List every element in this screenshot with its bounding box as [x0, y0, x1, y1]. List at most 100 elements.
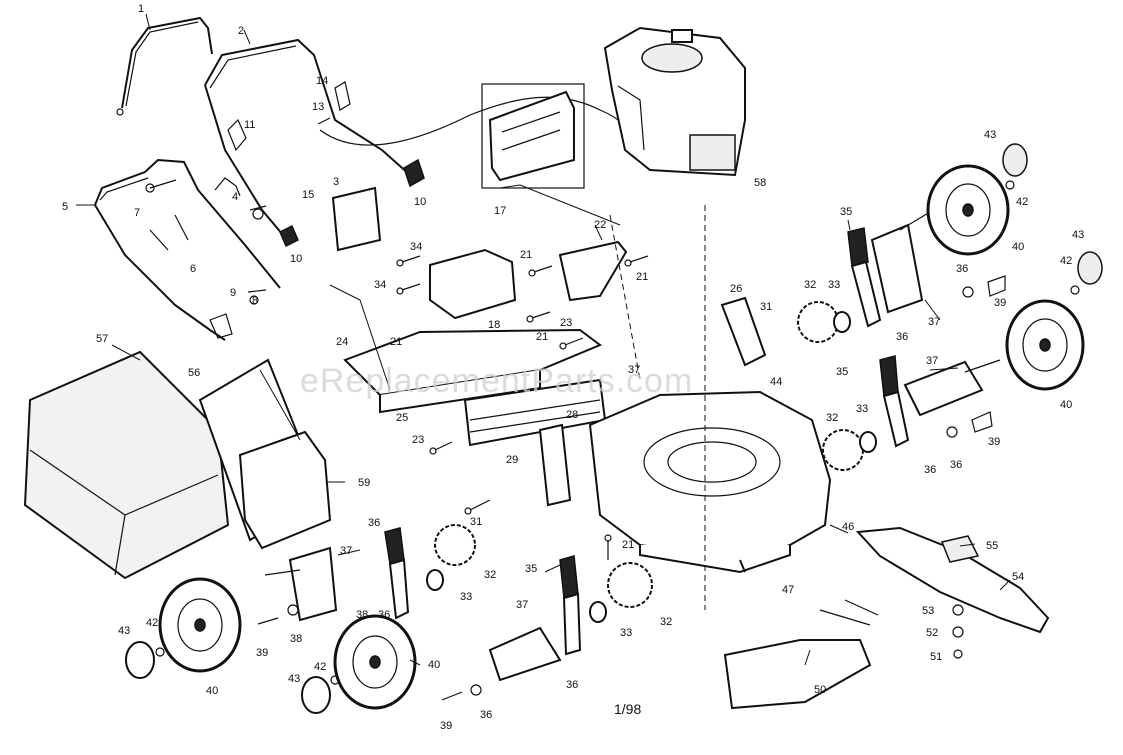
label-43c: 43 [118, 625, 130, 637]
label-37a: 37 [928, 316, 940, 328]
blade-part-54 [855, 526, 1050, 634]
label-55: 55 [986, 540, 998, 552]
upper-handle-part-1 [116, 16, 213, 116]
bag-frame-part-59 [238, 430, 332, 550]
assembly-leader-left [609, 214, 641, 381]
label-8: 8 [252, 295, 258, 307]
label-34a: 34 [410, 241, 422, 253]
label-23b: 23 [412, 434, 424, 446]
label-36b: 36 [956, 263, 968, 275]
label-32a: 32 [804, 279, 816, 291]
label-46: 46 [842, 521, 854, 533]
watermark-text: eReplacementParts.com [300, 362, 693, 400]
label-35c: 35 [525, 563, 537, 575]
label-51: 51 [930, 651, 942, 663]
label-38a: 38 [356, 609, 368, 621]
handle-hardware [145, 81, 425, 339]
label-36e: 36 [368, 517, 380, 529]
label-10b: 10 [290, 253, 302, 265]
label-43b: 43 [1072, 229, 1084, 241]
label-18: 18 [488, 319, 500, 331]
label-32b: 32 [826, 412, 838, 424]
hubcaps-43 [125, 143, 1103, 714]
label-43a: 43 [984, 129, 996, 141]
label-17: 17 [494, 205, 506, 217]
label-36f: 36 [378, 609, 390, 621]
grass-bag-part-57 [23, 350, 230, 580]
label-4: 4 [232, 191, 238, 203]
label-39a: 39 [994, 297, 1006, 309]
wheel-mid-right [1005, 299, 1085, 391]
label-58: 58 [754, 177, 766, 189]
wheel-adjuster-rear-left [488, 555, 582, 682]
wheel-adjuster-rear-right [879, 355, 1001, 448]
label-9: 9 [230, 287, 236, 299]
label-23a: 23 [560, 317, 572, 329]
upper-handle-part-2 [204, 38, 411, 236]
label-37b: 37 [926, 355, 938, 367]
label-33a: 33 [828, 279, 840, 291]
label-25: 25 [396, 412, 408, 424]
lower-handle-part-5 [94, 158, 281, 341]
wheel-adjuster-front-left [264, 527, 410, 622]
deck-plate-part-24-25 [343, 328, 602, 414]
label-22: 22 [594, 219, 606, 231]
label-13: 13 [312, 101, 324, 113]
label-34b: 34 [374, 279, 386, 291]
label-31b: 31 [470, 516, 482, 528]
label-37d: 37 [516, 599, 528, 611]
leader-lines [76, 13, 1011, 666]
label-56: 56 [188, 367, 200, 379]
label-39d: 39 [440, 720, 452, 732]
part-labels: 1 2 3 4 5 6 7 8 9 10 10 11 13 14 15 17 1… [62, 3, 1084, 732]
label-35a: 35 [840, 206, 852, 218]
bracket-part-3 [331, 186, 382, 252]
label-53: 53 [922, 605, 934, 617]
height-gear-32 [434, 301, 864, 608]
label-14: 14 [316, 75, 328, 87]
bracket-part-26 [720, 296, 767, 367]
label-6: 6 [190, 263, 196, 275]
label-43d: 43 [288, 673, 300, 685]
label-36a: 36 [896, 331, 908, 343]
height-knob-33 [426, 311, 877, 623]
label-21c: 21 [536, 331, 548, 343]
label-36h: 36 [480, 709, 492, 721]
label-3: 3 [333, 176, 339, 188]
label-21b: 21 [636, 271, 648, 283]
label-38b: 38 [290, 633, 302, 645]
label-42a: 42 [1016, 196, 1028, 208]
label-59: 59 [358, 477, 370, 489]
label-7: 7 [134, 207, 140, 219]
label-42b: 42 [1060, 255, 1072, 267]
label-32d: 32 [660, 616, 672, 628]
label-36c: 36 [924, 464, 936, 476]
label-42c: 42 [146, 617, 158, 629]
bracket-part-22 [558, 240, 628, 302]
wheel-bottom-mid [333, 614, 417, 710]
label-33b: 33 [856, 403, 868, 415]
label-44: 44 [770, 376, 782, 388]
footer-code: 1/98 [614, 701, 641, 717]
wheel-bottom-left [158, 577, 242, 673]
label-54: 54 [1012, 571, 1024, 583]
label-37c: 37 [340, 545, 352, 557]
bolts-21-23-34 [396, 255, 649, 560]
label-37e: 37 [628, 364, 640, 376]
wheel-top-right [926, 164, 1010, 256]
engine-part-58 [603, 26, 746, 177]
label-52: 52 [926, 627, 938, 639]
label-33c: 33 [460, 591, 472, 603]
label-21d: 21 [390, 336, 402, 348]
hardware-small-parts [155, 180, 1080, 701]
label-15: 15 [302, 189, 314, 201]
label-28: 28 [566, 409, 578, 421]
label-26: 26 [730, 283, 742, 295]
label-2: 2 [238, 25, 244, 37]
label-36g: 36 [566, 679, 578, 691]
label-24: 24 [336, 336, 348, 348]
rear-skirt-part-50 [723, 599, 879, 710]
label-39b: 39 [988, 436, 1000, 448]
